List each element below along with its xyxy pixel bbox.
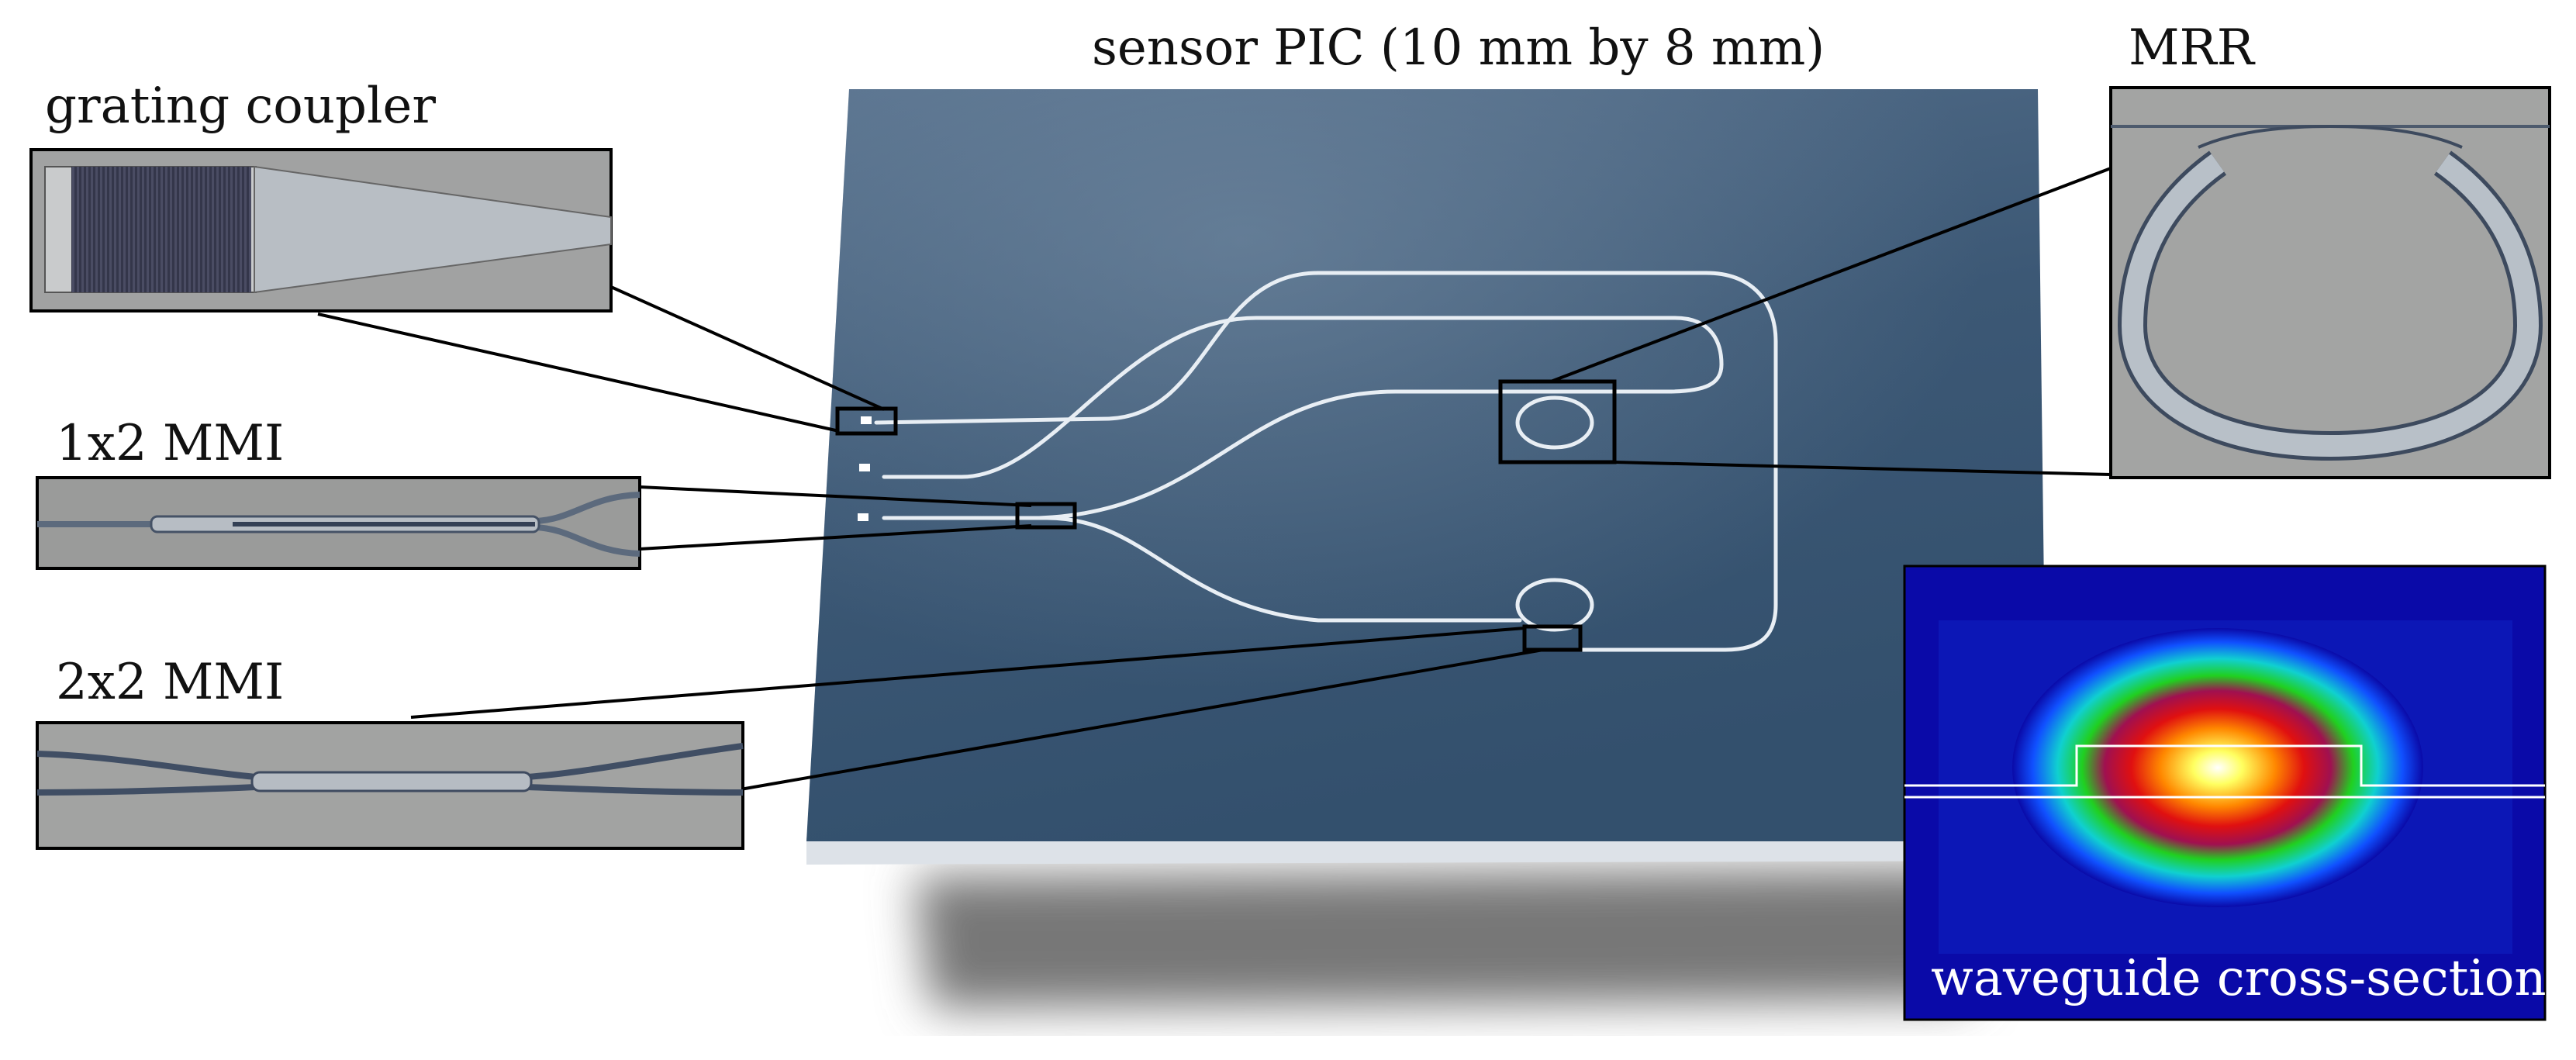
figure-title: sensor PIC (10 mm by 8 mm) xyxy=(1092,19,1825,77)
chip-shadow xyxy=(915,868,1985,1008)
callout-lines xyxy=(317,167,2112,791)
box-mrr xyxy=(1498,379,1617,464)
inset-mmi-2x2 xyxy=(36,721,744,850)
label-grating-coupler: grating coupler xyxy=(45,78,436,135)
inset-mrr xyxy=(2109,86,2551,479)
inset-mode-profile xyxy=(1903,565,2547,1021)
inset-mmi-1x2 xyxy=(36,476,641,570)
label-mmi-1x2: 1x2 MMI xyxy=(56,415,285,472)
label-cross-section: waveguide cross-section xyxy=(1931,950,2547,1007)
box-mmi-2x2 xyxy=(1522,624,1583,652)
sensor-chip xyxy=(806,89,2047,865)
callout-boxes xyxy=(835,379,1617,652)
label-mmi-2x2: 2x2 MMI xyxy=(56,654,285,711)
inset-grating-coupler xyxy=(29,148,613,312)
box-grating-coupler xyxy=(835,406,898,436)
label-mrr: MRR xyxy=(2129,19,2254,77)
box-mmi-1x2 xyxy=(1015,502,1077,530)
coupler-dots xyxy=(858,416,872,521)
